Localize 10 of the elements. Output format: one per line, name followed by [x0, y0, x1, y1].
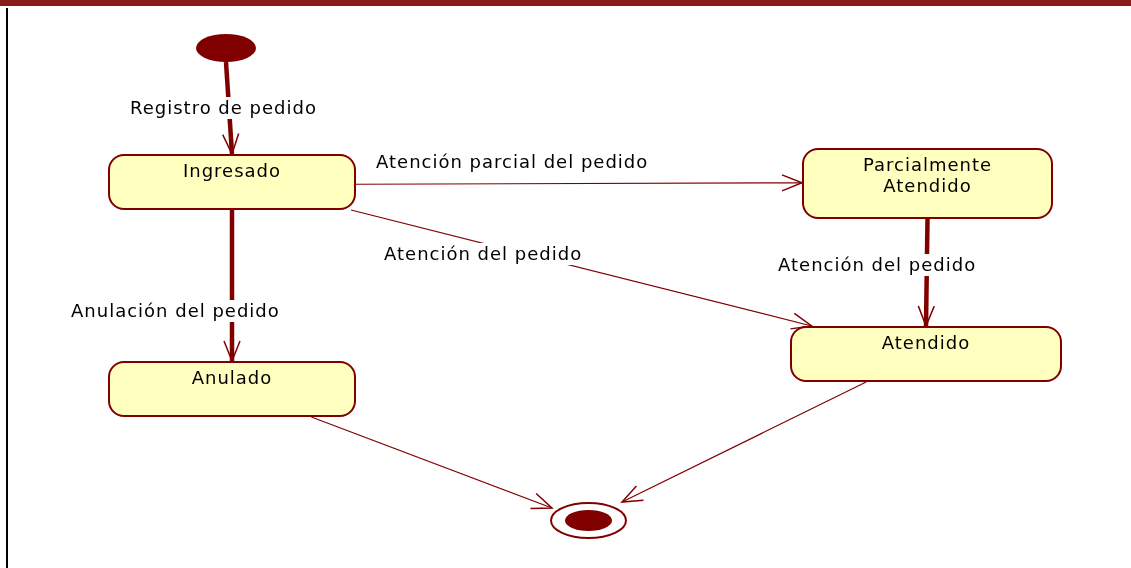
transition-arrow — [310, 416, 553, 510]
state-box: Atendido — [790, 326, 1062, 382]
state-box: Ingresado — [108, 154, 356, 210]
transition-arrow — [223, 210, 241, 362]
transition-arrow — [621, 381, 867, 503]
state-box: Parcialmente Atendido — [802, 148, 1053, 219]
final-state-circle — [550, 502, 627, 539]
transition-arrow — [355, 174, 803, 192]
initial-state-circle — [196, 34, 256, 62]
state-box: Anulado — [108, 361, 356, 417]
